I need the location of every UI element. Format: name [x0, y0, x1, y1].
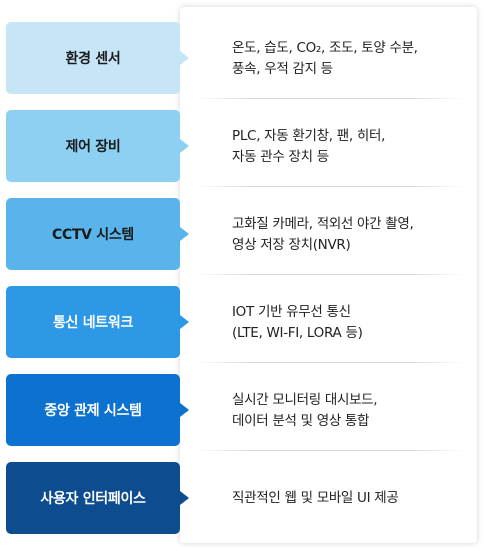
arrow-pointer-icon [180, 315, 189, 329]
description-text: 고화질 카메라, 적외선 야간 촬영, 영상 저장 장치(NVR) [232, 214, 472, 256]
divider [195, 450, 465, 451]
category-box-communication-network: 통신 네트워크 [6, 286, 180, 358]
divider [195, 362, 465, 363]
description-panel [180, 7, 477, 543]
divider [195, 186, 465, 187]
arrow-pointer-icon [180, 403, 189, 417]
description-line: 풍속, 우적 감지 등 [232, 61, 333, 77]
divider [195, 98, 465, 99]
description-line: 데이터 분석 및 영상 통합 [232, 413, 370, 429]
description-text: IOT 기반 유무선 통신 (LTE, WI-FI, LORA 등) [232, 302, 472, 344]
arrow-pointer-icon [180, 51, 189, 65]
description-line: (LTE, WI-FI, LORA 등) [232, 325, 363, 341]
category-box-central-control-system: 중앙 관제 시스템 [6, 374, 180, 446]
description-line: 직관적인 웹 및 모바일 UI 제공 [232, 490, 399, 506]
description-line: 자동 관수 장치 등 [232, 149, 329, 165]
category-label: CCTV 시스템 [51, 227, 135, 243]
description-line: 영상 저장 장치(NVR) [232, 237, 351, 253]
description-line: 고화질 카메라, 적외선 야간 촬영, [232, 216, 414, 232]
category-label: 통신 네트워크 [52, 315, 134, 331]
arrow-pointer-icon [180, 491, 189, 505]
description-line: 온도, 습도, CO₂, 조도, 토양 수분, [232, 40, 418, 56]
description-line: 실시간 모니터링 대시보드, [232, 392, 378, 408]
category-label: 환경 센서 [65, 51, 121, 67]
category-box-control-equipment: 제어 장비 [6, 110, 180, 182]
category-box-environment-sensor: 환경 센서 [6, 22, 180, 94]
divider [195, 274, 465, 275]
category-box-user-interface: 사용자 인터페이스 [6, 462, 180, 534]
description-line: IOT 기반 유무선 통신 [232, 304, 351, 320]
description-text: 직관적인 웹 및 모바일 UI 제공 [232, 488, 472, 509]
description-line: PLC, 자동 환기창, 팬, 히터, [232, 128, 386, 144]
description-text: PLC, 자동 환기창, 팬, 히터, 자동 관수 장치 등 [232, 126, 472, 168]
category-box-cctv-system: CCTV 시스템 [6, 198, 180, 270]
description-text: 온도, 습도, CO₂, 조도, 토양 수분, 풍속, 우적 감지 등 [232, 38, 472, 80]
arrow-pointer-icon [180, 139, 189, 153]
category-label: 사용자 인터페이스 [40, 491, 146, 507]
category-label: 제어 장비 [65, 139, 121, 155]
description-text: 실시간 모니터링 대시보드, 데이터 분석 및 영상 통합 [232, 390, 472, 432]
category-label: 중앙 관제 시스템 [44, 403, 142, 419]
arrow-pointer-icon [180, 227, 189, 241]
